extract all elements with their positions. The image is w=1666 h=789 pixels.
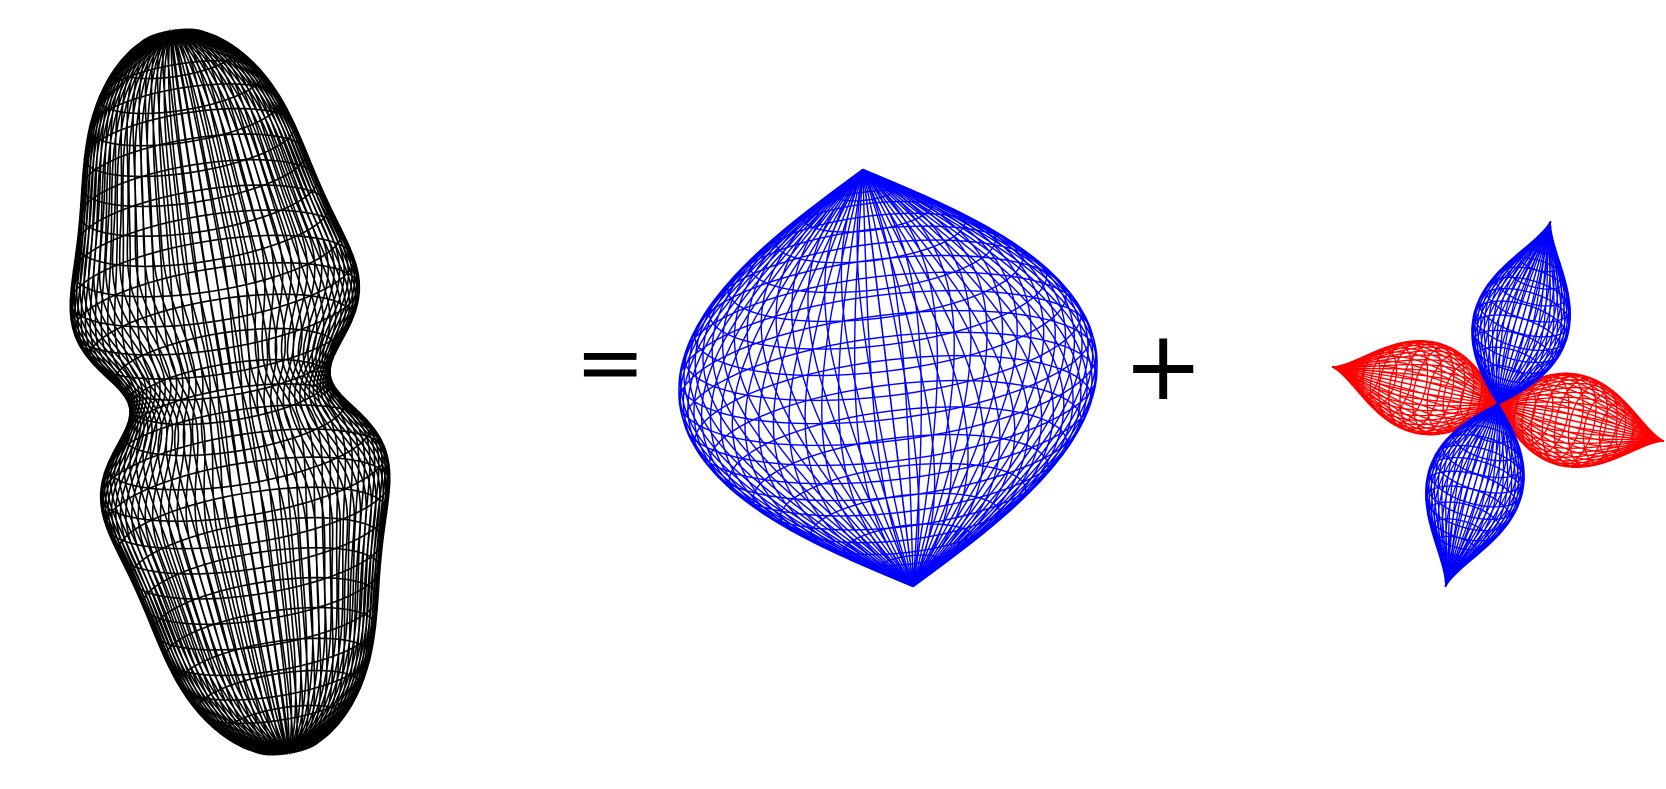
red-lobe-ring: [1522, 375, 1569, 454]
blue-lobe-ring: [1506, 258, 1565, 289]
sphere-ring: [680, 311, 1097, 446]
blue-lobe-ring: [1454, 426, 1521, 461]
sphere-ring: [750, 213, 995, 292]
blue-lobe-ring: [1474, 301, 1567, 350]
blue-lobe-ring: [1476, 347, 1543, 382]
blue-lobe-ring: [1530, 241, 1556, 255]
blue-lobe-ring: [1472, 315, 1562, 363]
peanut-ring: [130, 360, 330, 425]
red-lobe-ring: [1341, 365, 1347, 375]
sphere-ring: [753, 435, 1048, 530]
peanut-ring: [154, 578, 378, 650]
plus-sign: +: [1123, 310, 1204, 422]
red-lobe-ring: [1600, 402, 1634, 459]
peanut-ring: [74, 263, 359, 355]
sphere-ring: [729, 407, 1066, 516]
red-lobe-ring: [1355, 354, 1380, 396]
sphere-ring: [685, 332, 1097, 465]
sphere-ring: [781, 464, 1026, 543]
blue-lobe-ring: [1434, 446, 1524, 494]
peanut-ring: [131, 518, 383, 599]
peanut-ring: [80, 160, 317, 237]
sphere-ring: [695, 356, 1092, 484]
red-lobe-ring: [1348, 360, 1363, 385]
peanut-ring: [198, 671, 361, 724]
sphere-ring: [728, 226, 1023, 321]
blue-lobe-ring: [1479, 289, 1570, 337]
blue-lobe-ring: [1482, 410, 1507, 423]
peanut-ring: [118, 487, 387, 574]
red-lobe-ring: [1389, 341, 1442, 431]
sphere-ring: [685, 272, 1082, 400]
red-lobe-ring: [1363, 349, 1397, 406]
red-lobe-ring: [1427, 354, 1474, 433]
sphere-ring: [710, 381, 1082, 501]
blue-lobe-ring: [1431, 519, 1490, 550]
peanut-ring: [179, 638, 370, 700]
peanut-ring: [106, 457, 389, 549]
red-lobe-ring: [1633, 423, 1648, 448]
blue-lobe-ring: [1426, 486, 1510, 531]
blue-lobe-ring: [1518, 249, 1560, 271]
peanut-ring: [73, 210, 342, 297]
peanut-ring: [108, 405, 370, 490]
sphere-ring: [833, 180, 898, 201]
red-lobe-ring: [1616, 412, 1641, 454]
red-lobe-ring: [1531, 373, 1583, 461]
blue-lobe-ring: [1443, 435, 1524, 478]
red-lobe-ring: [1379, 342, 1428, 425]
blue-lobe-ring: [1473, 330, 1554, 373]
peanut-ring: [117, 40, 236, 78]
red-lobe-ring: [1413, 347, 1465, 435]
equals-sign: =: [575, 313, 646, 411]
red-lobe-ring: [1542, 374, 1596, 465]
peanut-ring: [82, 134, 306, 206]
blue-lobe-ring: [1428, 502, 1501, 541]
peanut-ring: [224, 705, 343, 743]
blue-lobe-ring: [1486, 277, 1570, 322]
red-lobe-ring: [1649, 433, 1655, 443]
blue-lobe-ring: [1436, 536, 1478, 558]
peanut-ring: [101, 429, 386, 521]
peanut-ring: [115, 328, 337, 400]
red-lobe-ring: [1400, 342, 1454, 433]
blue-lobe-ring: [1495, 267, 1568, 306]
peanut-ring: [99, 61, 262, 114]
peanut-ring: [165, 608, 375, 676]
peanut-ring: [90, 294, 352, 379]
blue-lobe-ring: [1444, 571, 1454, 577]
red-lobe-ring: [1555, 378, 1608, 468]
blue-lobe-ring: [1542, 232, 1552, 238]
peanut-ring: [77, 185, 329, 266]
peanut-ring: [124, 384, 346, 456]
red-lobe-ring: [1569, 384, 1618, 467]
blue-lobe-ring: [1489, 384, 1514, 397]
blue-lobe-ring: [1440, 554, 1466, 568]
sphere-ring: [680, 291, 1092, 424]
sphere-ring: [844, 524, 973, 566]
sphere-ring: [776, 202, 965, 263]
red-lobe-ring: [1584, 392, 1626, 464]
vertical-lobes: [1426, 221, 1571, 586]
blue-lobe-ring: [1429, 458, 1522, 507]
sphere-ring: [811, 493, 1000, 554]
peanut-ring: [70, 235, 353, 327]
peanut-ring: [90, 84, 281, 146]
peanut-ring: [143, 548, 380, 625]
blue-lobe-ring: [1426, 471, 1517, 519]
sphere-ring: [709, 240, 1046, 349]
sphere-ring: [878, 555, 943, 576]
red-lobe-ring: [1370, 344, 1412, 416]
